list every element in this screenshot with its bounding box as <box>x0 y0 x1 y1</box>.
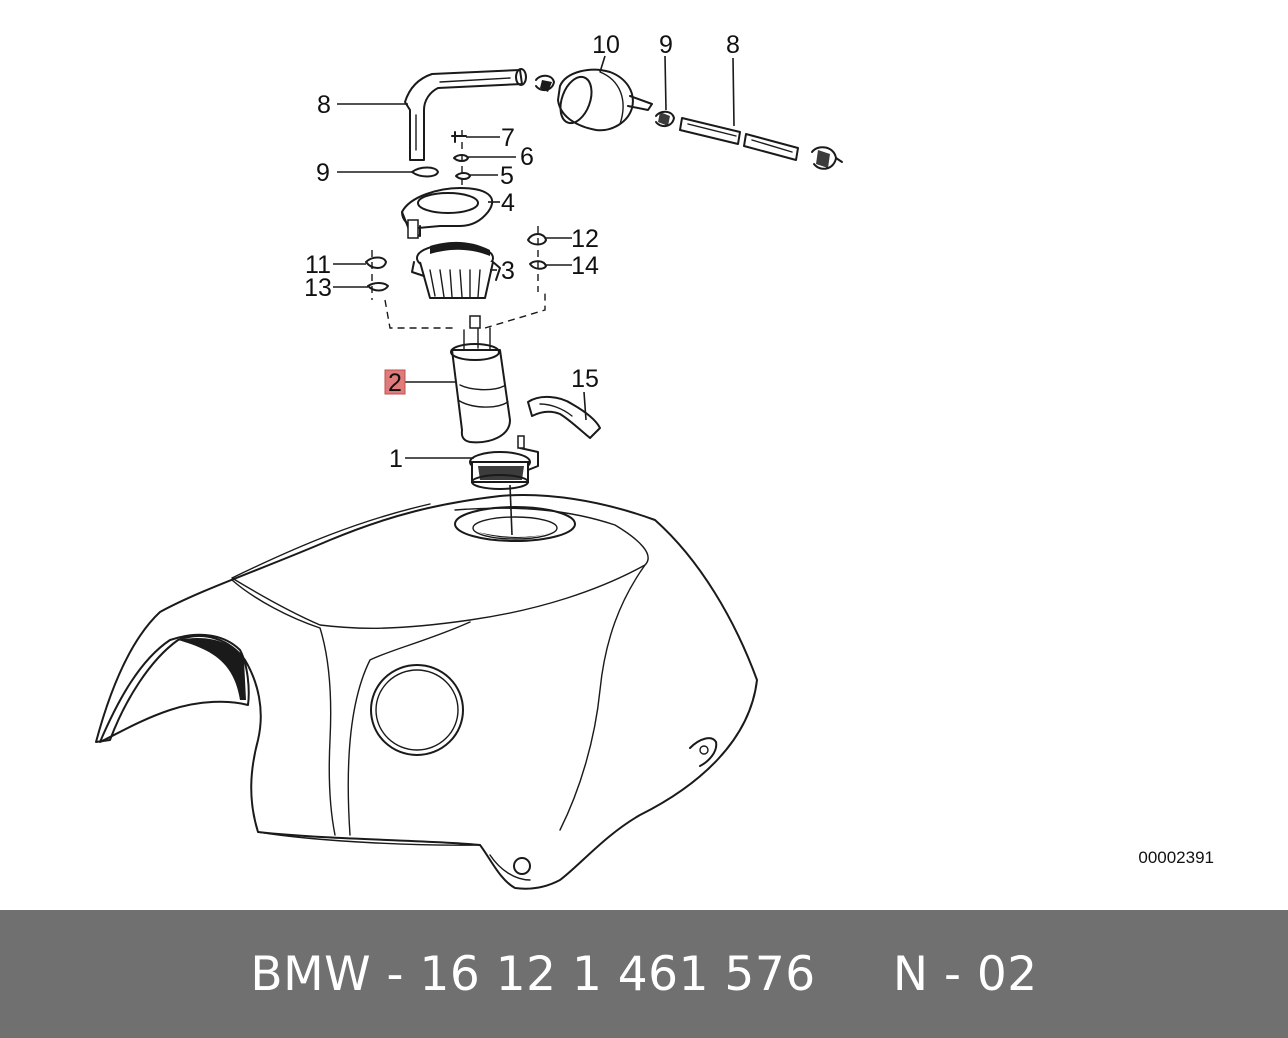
part-15-hose <box>527 396 601 439</box>
callout-9-left: 9 <box>316 159 330 187</box>
part-number-text: BMW - 16 12 1 461 576 N - 02 <box>250 946 1038 1002</box>
callout-8-top: 8 <box>726 31 740 59</box>
clamp-right-end <box>811 146 843 170</box>
leader-lines <box>333 55 735 459</box>
callout-6: 6 <box>520 143 534 171</box>
callout-12: 12 <box>571 225 599 253</box>
callout-3: 3 <box>501 257 515 285</box>
clamp-9-upper <box>535 74 555 92</box>
callout-5: 5 <box>500 162 514 190</box>
callout-labels: 10 9 8 8 7 6 9 5 4 12 11 3 14 13 2 15 1 <box>304 31 740 473</box>
callout-8-left: 8 <box>317 91 331 119</box>
callout-13: 13 <box>304 274 332 302</box>
parts-diagram: 10 9 8 8 7 6 9 5 4 12 11 3 14 13 2 15 1 … <box>95 31 1214 890</box>
clamp-9-right <box>655 110 675 128</box>
callout-10: 10 <box>592 31 620 59</box>
part-1-retaining-ring <box>469 435 539 490</box>
exploded-view-drawing: 10 9 8 8 7 6 9 5 4 12 11 3 14 13 2 15 1 … <box>95 31 1214 890</box>
part-2-fuel-pump <box>450 315 511 444</box>
left-nuts <box>365 250 389 300</box>
fuel-tank <box>95 494 758 890</box>
callout-2: 2 <box>388 369 402 397</box>
callout-9-top: 9 <box>659 31 673 59</box>
part-3-pump-holder <box>411 241 501 299</box>
callout-2-highlight <box>384 369 406 395</box>
diagram-reference-number: 00002391 <box>1138 848 1214 867</box>
callout-4: 4 <box>501 189 515 217</box>
hose-8-upper <box>404 68 527 161</box>
callout-7: 7 <box>501 124 515 152</box>
callout-14: 14 <box>571 252 599 280</box>
part-number-banner: BMW - 16 12 1 461 576 N - 02 <box>0 910 1288 1038</box>
small-fasteners <box>411 130 471 190</box>
callout-1: 1 <box>389 445 403 473</box>
part-4-cover-flange <box>401 187 494 239</box>
assembly-axis <box>509 484 513 536</box>
right-nuts <box>527 226 547 292</box>
hose-8-right <box>679 117 799 161</box>
callout-15: 15 <box>571 365 599 393</box>
part-10-fuel-filter <box>557 68 653 132</box>
callout-11: 11 <box>305 251 331 279</box>
